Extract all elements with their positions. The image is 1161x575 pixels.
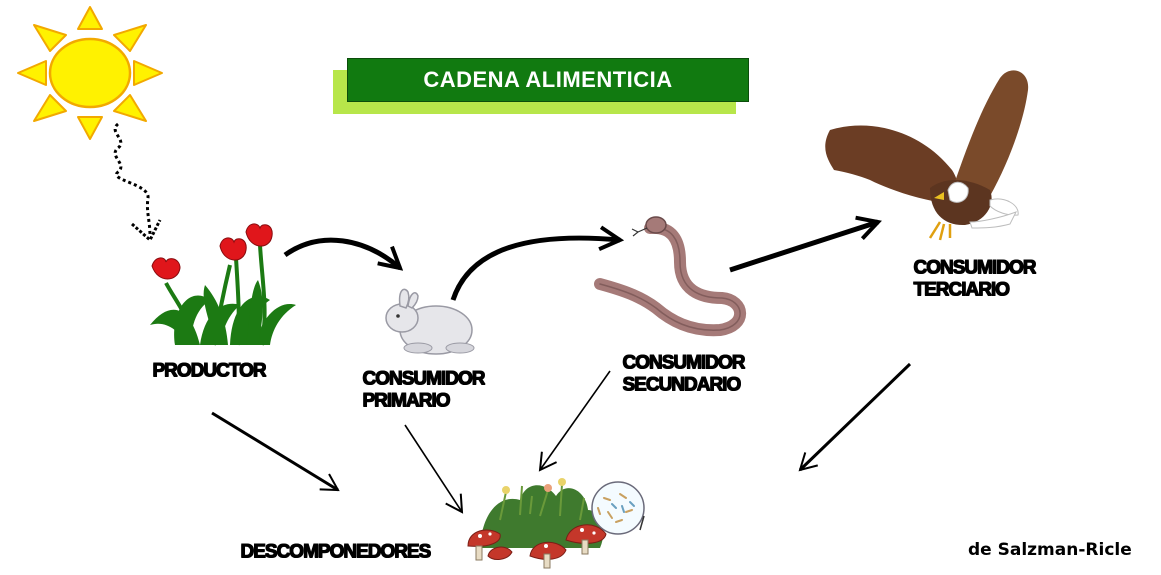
- arrow-productor-to-descomponedores: [211, 411, 340, 492]
- label-consumidor-terciario-line2: TERCIARIO: [913, 279, 1009, 300]
- label-descomponedores-line1: DESCOMPONEDORES: [240, 541, 431, 562]
- bacteria-petri-dish-icon: [591, 481, 645, 535]
- label-consumidor-terciario: CONSUMIDOR TERCIARIO: [913, 257, 1036, 301]
- label-consumidor-secundario-line1: CONSUMIDOR: [622, 352, 745, 373]
- credit-text: de Salzman-Ricle: [968, 540, 1132, 560]
- arrow-primario-to-descomponedores: [404, 424, 464, 514]
- label-consumidor-secundario-line2: SECUNDARIO: [622, 374, 741, 395]
- mushrooms-icon: [467, 478, 607, 569]
- eagle-icon: [825, 70, 1029, 241]
- arrow-terciario-to-descomponedores: [798, 362, 912, 472]
- tulip-flowers-icon: [150, 223, 296, 346]
- arrow-primario-to-secundario: [450, 238, 620, 301]
- arrow-productor-to-primario: [283, 237, 400, 268]
- label-consumidor-primario-line2: PRIMARIO: [362, 390, 450, 411]
- rabbit-icon: [385, 288, 475, 355]
- arrow-secundario-to-descomponedores: [538, 370, 611, 472]
- label-consumidor-secundario: CONSUMIDOR SECUNDARIO: [622, 352, 745, 396]
- page-title: CADENA ALIMENTICIA: [347, 58, 749, 102]
- label-consumidor-primario: CONSUMIDOR PRIMARIO: [362, 368, 485, 412]
- sunlight-arrow: [113, 122, 152, 237]
- label-consumidor-primario-line1: CONSUMIDOR: [362, 368, 485, 389]
- arrow-secundario-to-terciario: [729, 222, 878, 273]
- label-consumidor-terciario-line1: CONSUMIDOR: [913, 257, 1036, 278]
- label-productor-line1: PRODUCTOR: [152, 360, 266, 381]
- sun-icon: [17, 6, 163, 140]
- title-banner: CADENA ALIMENTICIA: [333, 58, 749, 114]
- label-descomponedores: DESCOMPONEDORES: [240, 541, 431, 563]
- snake-icon: [594, 216, 746, 337]
- label-productor: PRODUCTOR: [152, 360, 266, 382]
